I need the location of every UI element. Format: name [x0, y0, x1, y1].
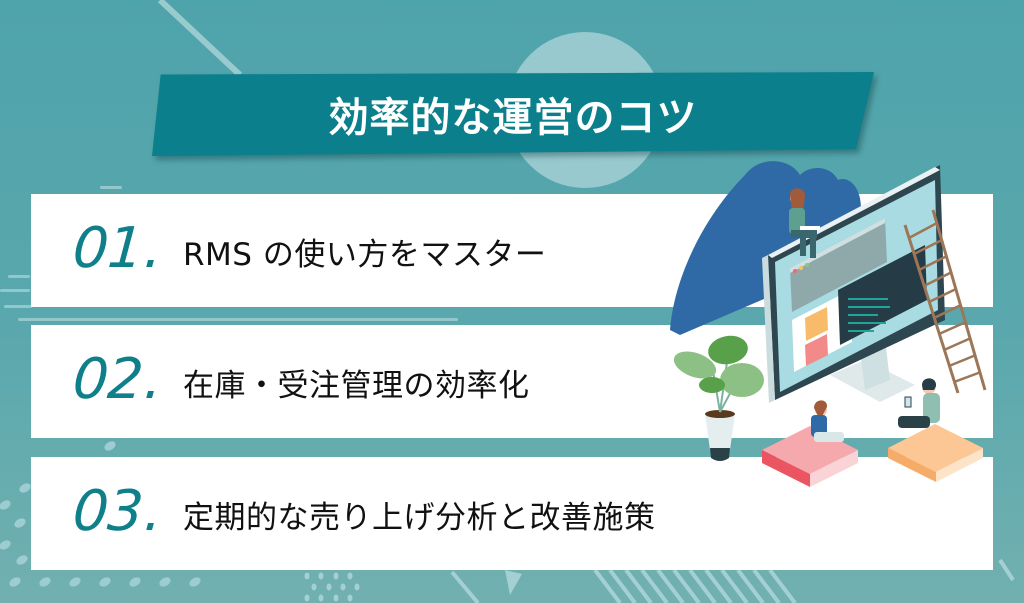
plant-icon [673, 335, 764, 461]
dash-decoration [0, 186, 458, 321]
item-number: 03. [71, 479, 164, 544]
item-number-dot: . [141, 479, 164, 544]
page-title: 効率的な運営のコツ [328, 95, 698, 141]
item-text: 在庫・受注管理の効率化 [183, 368, 530, 404]
orange-seat-icon [888, 424, 983, 482]
person-icon [898, 378, 940, 428]
item-number-value: 03 [70, 479, 145, 544]
title-banner: 効率的な運営のコツ [152, 72, 874, 156]
person-icon [789, 188, 820, 258]
person-icon [811, 400, 844, 442]
item-number-dot: . [141, 216, 164, 281]
triangle-decoration [505, 570, 522, 595]
item-number-value: 02 [70, 347, 145, 412]
ladder-icon [903, 209, 987, 394]
cloud-icon [670, 161, 861, 335]
item-number: 02. [71, 347, 164, 412]
banner-background [152, 72, 874, 156]
stripe-decoration [450, 558, 1015, 603]
dot-decoration [0, 441, 201, 587]
item-number: 01. [71, 216, 164, 281]
illustration [670, 161, 987, 487]
item-text: RMS の使い方をマスター [183, 237, 547, 273]
item-text: 定期的な売り上げ分析と改善施策 [183, 500, 656, 536]
item-number-dot: . [141, 347, 164, 412]
diagonal-line [157, 0, 243, 78]
item-number-value: 01 [70, 216, 145, 281]
dot-grid-decoration [304, 572, 360, 602]
list-item: 03. 定期的な売り上げ分析と改善施策 [31, 457, 993, 570]
